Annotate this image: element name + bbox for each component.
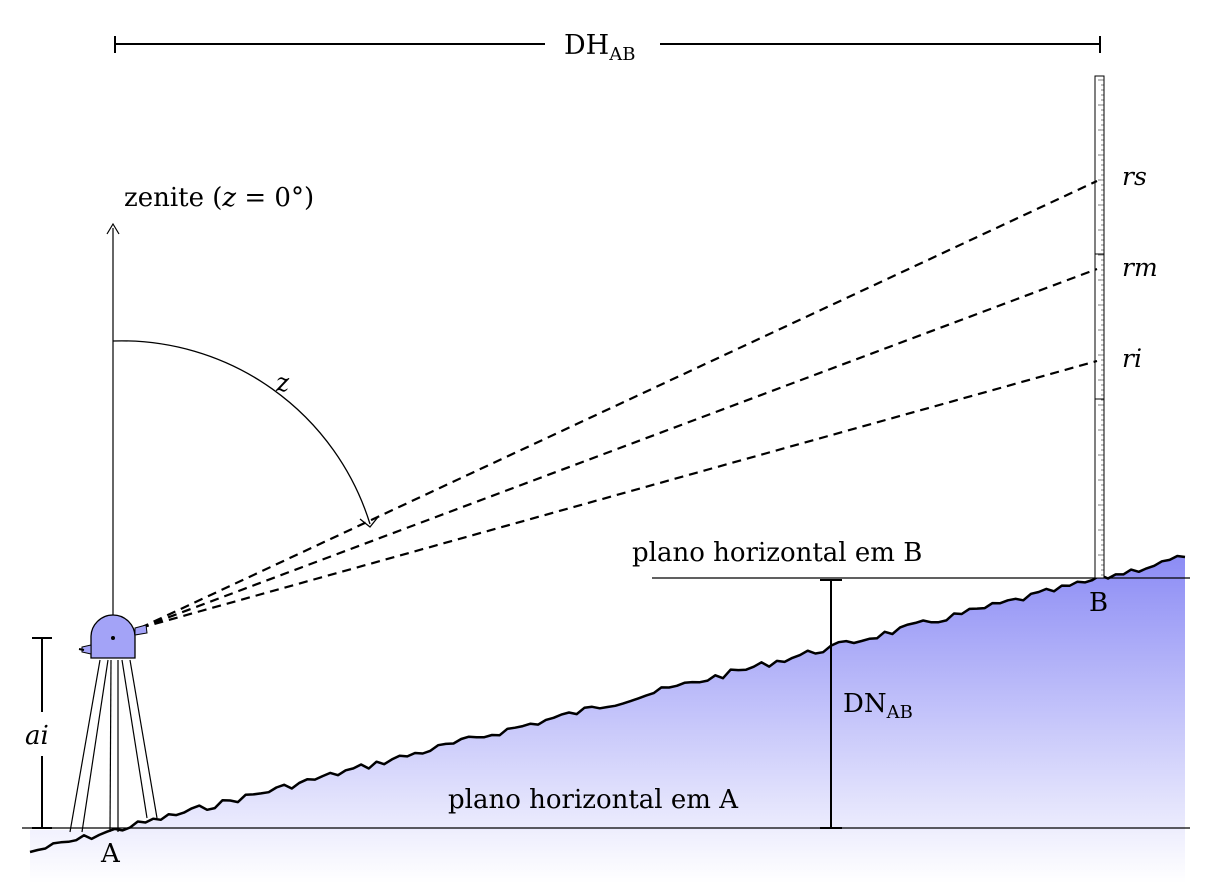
- zenith-label: zenite (z = 0°): [124, 183, 314, 213]
- theodolite-icon: [78, 614, 148, 659]
- plane-a-label: plano horizontal em A: [448, 785, 739, 815]
- sight-line-rm: [139, 267, 1098, 630]
- ai-label: ai: [25, 721, 49, 751]
- terrain-fill: [30, 556, 1185, 883]
- sight-lines: [139, 180, 1098, 630]
- leveling-rod: [1094, 75, 1105, 579]
- dh-label: DHAB: [564, 30, 635, 65]
- dh-dimension: [114, 36, 1101, 53]
- dn-label: DNAB: [843, 689, 913, 723]
- ai-dimension: [32, 637, 52, 829]
- terrain-outline: [29, 554, 1186, 854]
- arc-arrowhead-icon: [359, 516, 379, 528]
- rs-label: rs: [1122, 162, 1147, 191]
- zenith-arrow-icon: [106, 222, 120, 235]
- dn-dimension: [820, 579, 842, 829]
- zenith-angle-arc: [112, 340, 371, 525]
- tripod: [69, 659, 158, 833]
- zenith-angle-label: z: [275, 368, 290, 397]
- point-b-label: B: [1089, 588, 1108, 618]
- plane-b-label: plano horizontal em B: [632, 538, 922, 568]
- rm-label: rm: [1122, 253, 1158, 282]
- point-a-label: A: [100, 839, 121, 869]
- sight-line-rs: [139, 180, 1098, 629]
- ri-label: ri: [1122, 344, 1142, 373]
- sight-line-ri: [139, 359, 1098, 630]
- terrain-lower-shade: [30, 830, 1185, 883]
